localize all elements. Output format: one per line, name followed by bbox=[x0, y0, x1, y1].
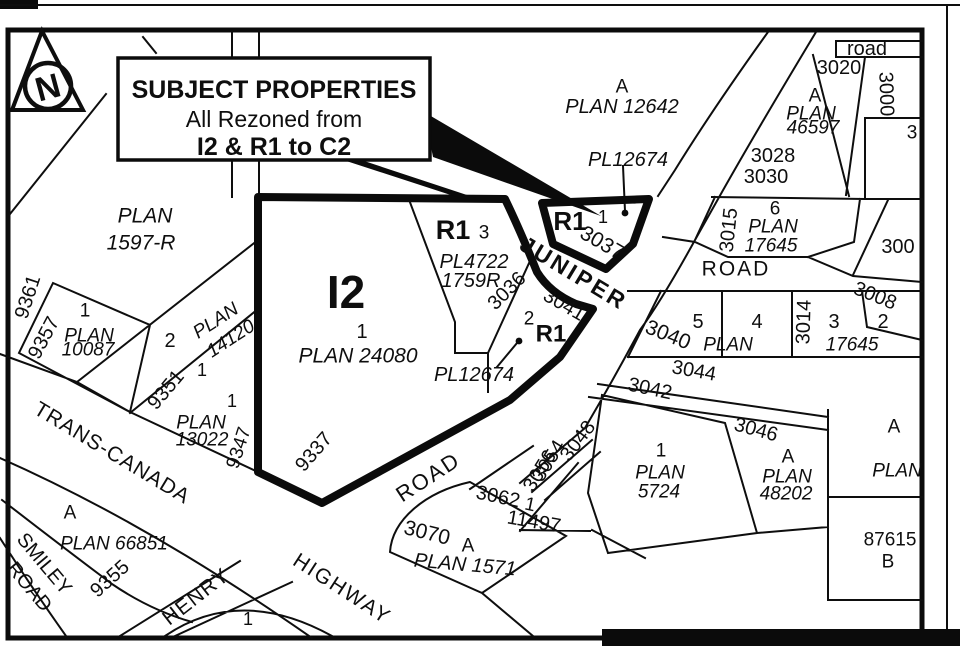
map-border bbox=[5, 27, 925, 641]
road-label-road-top: road bbox=[847, 38, 887, 60]
label-9337: 9337 bbox=[291, 428, 337, 476]
label-lot2-row: 2 bbox=[877, 311, 888, 333]
label-1759r: 1759R bbox=[442, 270, 501, 292]
title-line2: All Rezoned from bbox=[186, 106, 362, 132]
label-3028: 3028 bbox=[751, 145, 796, 167]
label-lot5: 5 bbox=[692, 311, 703, 333]
label-3030: 3030 bbox=[744, 166, 789, 188]
label-a-66851: A bbox=[64, 503, 77, 524]
label-3070: 3070 bbox=[402, 516, 453, 550]
label-lot1-11497: 1 bbox=[523, 494, 538, 517]
label-plan-1597r-2: 1597-R bbox=[107, 232, 176, 255]
label-9361: 9361 bbox=[11, 272, 46, 321]
label-plan-1597r-1: PLAN bbox=[118, 205, 174, 228]
title-line3: I2 & R1 to C2 bbox=[197, 133, 351, 161]
label-pl12674-north: PL12674 bbox=[588, 149, 668, 171]
label-3042: 3042 bbox=[626, 374, 674, 405]
scan-edge-lines bbox=[0, 0, 960, 630]
label-9355: 9355 bbox=[86, 556, 134, 602]
label-plan-66851: PLAN 66851 bbox=[60, 534, 168, 555]
label-plan-13022-1: PLAN bbox=[176, 413, 226, 434]
leader-dots bbox=[515, 209, 629, 345]
title-leader-wedges bbox=[334, 112, 601, 216]
label-a-1571: A bbox=[462, 536, 475, 557]
north-arrow: N bbox=[9, 26, 87, 112]
label-3-clipped: 3 bbox=[907, 123, 918, 144]
label-plan-row: PLAN bbox=[703, 335, 753, 356]
title-box: SUBJECT PROPERTIES All Rezoned from I2 &… bbox=[116, 56, 432, 162]
label-plan-17645-1: PLAN bbox=[748, 217, 798, 238]
zone-label-r1-se: R1 bbox=[536, 321, 567, 348]
label-lot3-row: 3 bbox=[828, 311, 839, 333]
label-300: 300 bbox=[881, 236, 914, 258]
lot-label-1-3037: 1 bbox=[598, 207, 608, 227]
label-plan-48202-1: PLAN bbox=[762, 467, 812, 488]
label-9351: 9351 bbox=[143, 366, 188, 414]
zone-label-r1-mid: R1 bbox=[436, 215, 471, 245]
title-line1: SUBJECT PROPERTIES bbox=[132, 76, 417, 104]
label-plan-1571: PLAN 1571 bbox=[413, 550, 517, 581]
road-label-road-east: ROAD bbox=[702, 258, 771, 281]
north-letter: N bbox=[31, 66, 65, 109]
label-3014: 3014 bbox=[792, 299, 816, 344]
label-lot2-14120: 2 bbox=[164, 330, 175, 352]
label-lot1-mid: 1 bbox=[197, 360, 207, 380]
label-plan-10087-2: 10087 bbox=[62, 340, 116, 361]
parcel-boundary-lines bbox=[0, 30, 924, 640]
label-lot1-10087: 1 bbox=[80, 301, 91, 322]
label-lot6: 6 bbox=[770, 199, 781, 220]
zone-label-i2: I2 bbox=[327, 266, 365, 318]
label-plan-46597-2: 46597 bbox=[787, 118, 841, 139]
label-lot1-5724: 1 bbox=[656, 441, 667, 462]
label-3046: 3046 bbox=[732, 414, 781, 447]
label-plan-10087-1: PLAN bbox=[64, 326, 114, 347]
label-lot1-henry: 1 bbox=[243, 609, 253, 629]
label-3000: 3000 bbox=[874, 71, 898, 116]
label-17645-row: 17645 bbox=[826, 335, 879, 356]
zone-label-r1-ne: R1 bbox=[553, 206, 586, 236]
label-plan-24080: PLAN 24080 bbox=[298, 345, 417, 368]
road-label-highway: HIGHWAY bbox=[289, 549, 395, 629]
label-lot1-13022: 1 bbox=[227, 391, 237, 411]
label-a-right: A bbox=[888, 417, 901, 438]
road-label-trans-canada: TRANS-CANADA bbox=[30, 397, 194, 508]
label-a-12642: A bbox=[616, 77, 629, 98]
label-lot1-24080: 1 bbox=[356, 321, 367, 343]
label-lot4: 4 bbox=[751, 311, 762, 333]
label-plan-17645-2: 17645 bbox=[745, 236, 798, 257]
label-plan-right: PLAN bbox=[872, 461, 922, 482]
label-3020: 3020 bbox=[817, 57, 862, 79]
label-3040: 3040 bbox=[642, 316, 694, 355]
label-pl12674-south: PL12674 bbox=[434, 364, 514, 386]
label-plan-5724-1: PLAN bbox=[635, 463, 685, 484]
label-3044: 3044 bbox=[670, 356, 718, 385]
label-3008: 3008 bbox=[850, 277, 900, 314]
label-11497: 11497 bbox=[505, 506, 562, 537]
label-pl4722: PL4722 bbox=[440, 251, 509, 273]
label-plan-5724-2: 5724 bbox=[638, 482, 680, 503]
label-87615: 87615 bbox=[864, 530, 917, 551]
zone-labels: I2 R1 3 2 R1 R1 1 bbox=[327, 206, 608, 348]
label-plan-46597-1: PLAN bbox=[786, 104, 836, 125]
label-plan-48202-2: 48202 bbox=[760, 484, 813, 505]
label-a-48202: A bbox=[782, 447, 795, 468]
lot-label-3: 3 bbox=[479, 223, 490, 244]
label-3015: 3015 bbox=[716, 207, 743, 254]
subject-property-outline bbox=[254, 193, 653, 507]
label-plan-12642: PLAN 12642 bbox=[565, 96, 678, 118]
lot-label-2: 2 bbox=[524, 309, 535, 330]
label-a-46597: A bbox=[809, 86, 822, 107]
bottom-black-bar bbox=[602, 629, 960, 646]
label-plan-13022-2: 13022 bbox=[176, 430, 229, 451]
label-b-87615: B bbox=[882, 552, 895, 573]
